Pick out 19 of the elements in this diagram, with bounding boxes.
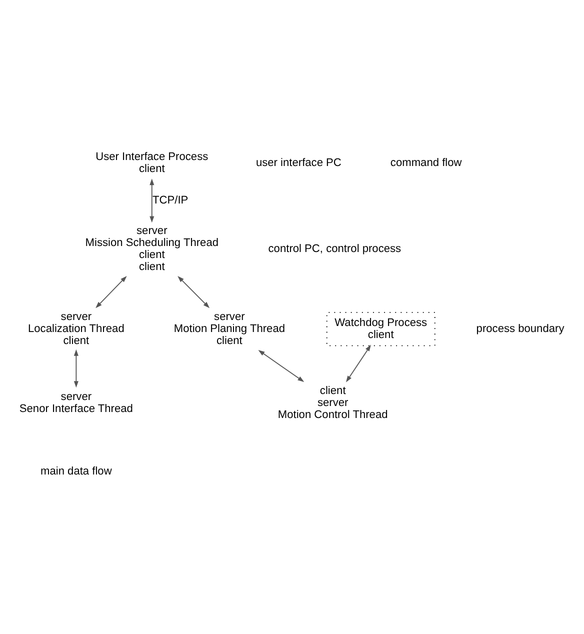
node-text: server Localization Thread client [28, 310, 124, 346]
arrow [96, 275, 127, 308]
node-text: server Motion Planing Thread client [174, 310, 285, 346]
arrow [346, 344, 371, 382]
node-text: server Senor Interface Thread [19, 390, 133, 414]
label: process boundary [476, 322, 564, 334]
node-box: Watchdog Process client [326, 311, 436, 346]
arrow [178, 275, 210, 308]
node-text: server Mission Scheduling Thread client client [85, 224, 219, 273]
arrow [150, 178, 154, 222]
label: user interface PC [256, 156, 342, 169]
label: main data flow [40, 465, 112, 478]
node-text: client server Motion Control Thread [278, 384, 388, 420]
edge-label: TCP/IP [152, 194, 188, 206]
label: command flow [390, 156, 462, 169]
node-text: User Interface Process client [96, 150, 208, 175]
arrow [74, 348, 78, 388]
arrow [258, 350, 304, 382]
label: control PC, control process [268, 242, 402, 255]
